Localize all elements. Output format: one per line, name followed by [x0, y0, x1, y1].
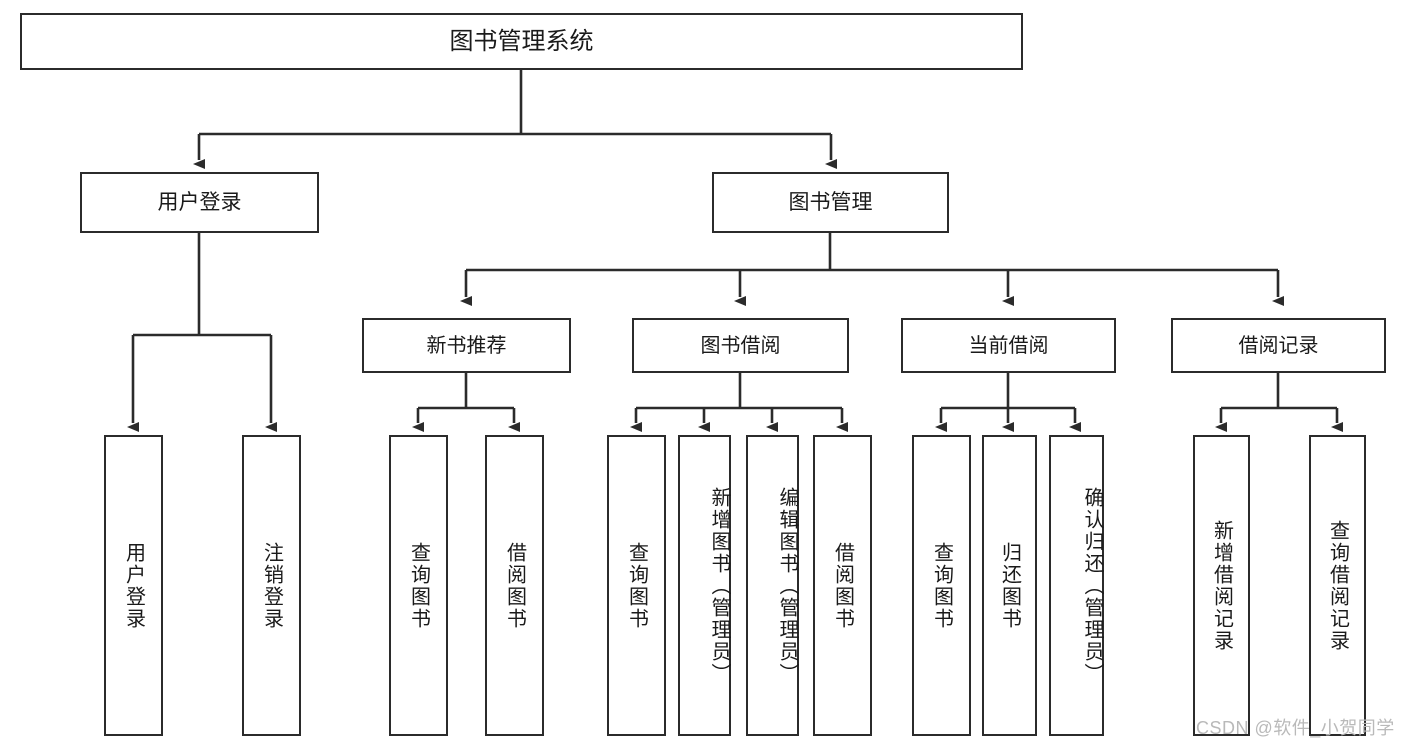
- node-book-borrow[interactable]: 图书借阅: [632, 318, 849, 373]
- leaf-query-book-recommend[interactable]: 查询图书: [389, 435, 448, 736]
- leaf-logout[interactable]: 注销登录: [242, 435, 301, 736]
- leaf-borrow-book[interactable]: 借阅图书: [813, 435, 872, 736]
- node-borrow-record[interactable]: 借阅记录: [1171, 318, 1386, 373]
- node-user-login[interactable]: 用户登录: [80, 172, 319, 233]
- leaf-borrow-book-recommend[interactable]: 借阅图书: [485, 435, 544, 736]
- node-book-management[interactable]: 图书管理: [712, 172, 949, 233]
- leaf-add-book-admin[interactable]: 新增图书（管理员）: [678, 435, 731, 736]
- leaf-confirm-return-admin[interactable]: 确认归还（管理员）: [1049, 435, 1104, 736]
- leaf-return-book[interactable]: 归还图书: [982, 435, 1037, 736]
- watermark-csdn: CSDN @软件_小贺同学: [1196, 718, 1395, 738]
- leaf-query-book-borrow[interactable]: 查询图书: [607, 435, 666, 736]
- node-current-borrow[interactable]: 当前借阅: [901, 318, 1116, 373]
- leaf-query-borrow-record[interactable]: 查询借阅记录: [1309, 435, 1366, 736]
- leaf-add-borrow-record[interactable]: 新增借阅记录: [1193, 435, 1250, 736]
- leaf-query-book-current[interactable]: 查询图书: [912, 435, 971, 736]
- leaf-edit-book-admin[interactable]: 编辑图书（管理员）: [746, 435, 799, 736]
- node-root-system[interactable]: 图书管理系统: [20, 13, 1023, 70]
- leaf-user-login[interactable]: 用户登录: [104, 435, 163, 736]
- node-new-book-recommend[interactable]: 新书推荐: [362, 318, 571, 373]
